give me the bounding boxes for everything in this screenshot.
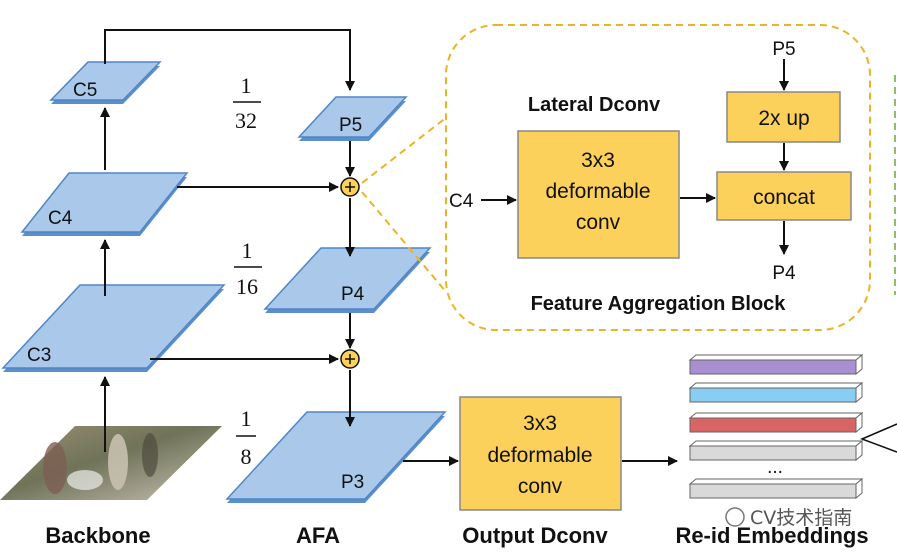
embedding-bar (688, 353, 864, 376)
backbone-plane-c3: C3 (1, 284, 226, 372)
p4-label: P4 (341, 284, 365, 305)
c5-label: C5 (73, 80, 97, 101)
svg-text:1: 1 (241, 73, 252, 98)
svg-text:16: 16 (236, 274, 258, 299)
lateral-dconv-title: Lateral Dconv (528, 94, 661, 116)
svg-text:conv: conv (518, 475, 563, 498)
svg-text:deformable: deformable (545, 180, 650, 203)
p5-label: P5 (339, 115, 362, 136)
feature-aggregation-caption: Feature Aggregation Block (531, 293, 787, 315)
svg-text:1: 1 (241, 406, 252, 431)
backbone-plane-c5: C5 (49, 61, 162, 104)
watermark: CV技术指南 (725, 507, 852, 529)
embedding-bar (688, 477, 864, 500)
embedding-bar (688, 439, 864, 462)
input-image (0, 426, 222, 500)
svg-text:deformable: deformable (487, 444, 592, 467)
afa-plane-p3: P3 (225, 411, 447, 503)
c3-label: C3 (27, 345, 51, 366)
c4-label: C4 (48, 208, 73, 229)
backbone-plane-c4: C4 (20, 172, 189, 236)
svg-text:3x3: 3x3 (581, 149, 615, 172)
zoom-line-bottom (361, 191, 448, 294)
backbone-caption: Backbone (45, 523, 150, 548)
output-dconv-caption: Output Dconv (462, 523, 608, 548)
embedding-pointer (859, 423, 897, 453)
svg-text:8: 8 (241, 444, 252, 469)
svg-text:1: 1 (242, 238, 253, 263)
embedding-bar (688, 381, 864, 404)
watermark-text: CV技术指南 (750, 507, 852, 529)
concat-box: concat (716, 171, 852, 221)
arrow-c5-to-p5 (104, 29, 355, 91)
svg-text:32: 32 (235, 108, 257, 133)
fraction-1-16: 1 16 (234, 238, 262, 299)
afa-plane-p5: P5 (297, 96, 408, 141)
wechat-icon (725, 507, 745, 527)
feature-aggregation-block (445, 24, 871, 331)
sum-node-lower (340, 349, 360, 369)
p3-label: P3 (341, 472, 364, 493)
fraction-1-8: 1 8 (236, 406, 256, 469)
fab-input-c4: C4 (449, 191, 474, 212)
embedding-bars (688, 353, 864, 500)
fab-input-p5: P5 (772, 39, 795, 60)
sum-node-upper (340, 177, 360, 197)
output-deform-conv-box: 3x3 deformable conv (459, 396, 622, 511)
embeddings-caption: Re-id Embeddings (675, 523, 868, 548)
svg-text:3x3: 3x3 (523, 412, 557, 435)
fraction-1-32: 1 32 (233, 73, 261, 133)
svg-text:conv: conv (576, 211, 621, 234)
embedding-ellipsis: ... (767, 457, 783, 478)
afa-plane-p4: P4 (263, 247, 432, 313)
lateral-deform-conv-box: 3x3 deformable conv (517, 130, 680, 259)
svg-text:concat: concat (753, 186, 815, 209)
upsample-box: 2x up (726, 91, 841, 143)
svg-text:2x up: 2x up (758, 107, 809, 130)
afa-caption: AFA (296, 523, 340, 548)
embedding-bar (688, 411, 864, 434)
fab-output-p4: P4 (772, 263, 796, 284)
zoom-line-top (361, 116, 448, 184)
